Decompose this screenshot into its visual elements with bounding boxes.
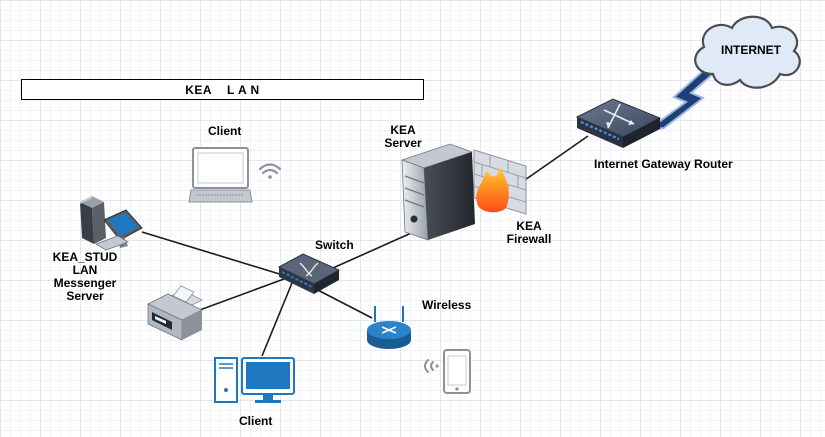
printer-icon [147, 285, 203, 341]
wireless-router-icon [367, 306, 411, 349]
internet-cloud-icon [694, 15, 801, 89]
switch-icon [277, 253, 341, 294]
firewall-label-line2: Firewall [506, 232, 552, 246]
mobile-signal-icon [424, 359, 439, 373]
gateway-router-icon [575, 98, 662, 148]
messenger-label-line2: LAN [72, 263, 98, 277]
firewall-label: KEA Firewall [502, 220, 556, 246]
link-messenger-switch [141, 231, 287, 277]
messenger-label-line4: Server [66, 289, 104, 303]
firewall-label-line1: KEA [516, 219, 542, 233]
server-label-line1: KEA [390, 123, 416, 137]
server-label: KEA Server [380, 124, 426, 150]
switch-label: Switch [315, 238, 354, 252]
diagram-title: KEA L A N [21, 79, 424, 100]
router-label: Internet Gateway Router [594, 157, 733, 171]
messenger-label-line1: KEA_STUD [52, 250, 118, 264]
kea-server-icon [400, 143, 475, 241]
messenger-label: KEA_STUD LAN Messenger Server [48, 251, 122, 303]
client-top-label: Client [208, 124, 242, 138]
client-desktop-icon [214, 357, 295, 403]
wireless-label: Wireless [422, 298, 472, 312]
server-label-line2: Server [384, 136, 422, 150]
link-client-switch [261, 282, 293, 357]
messenger-label-line3: Messenger [53, 276, 117, 290]
kea-firewall-icon [473, 149, 527, 215]
mobile-phone-icon [443, 349, 471, 394]
link-firewall-router [521, 135, 589, 183]
wifi-signal-icon [258, 163, 282, 179]
link-printer-switch [196, 278, 285, 312]
internet-label: INTERNET [721, 43, 781, 57]
messenger-server-icon [80, 196, 143, 251]
client-bottom-label: Client [239, 414, 273, 428]
link-switch-wireless [309, 285, 373, 319]
client-laptop-icon [188, 147, 253, 203]
